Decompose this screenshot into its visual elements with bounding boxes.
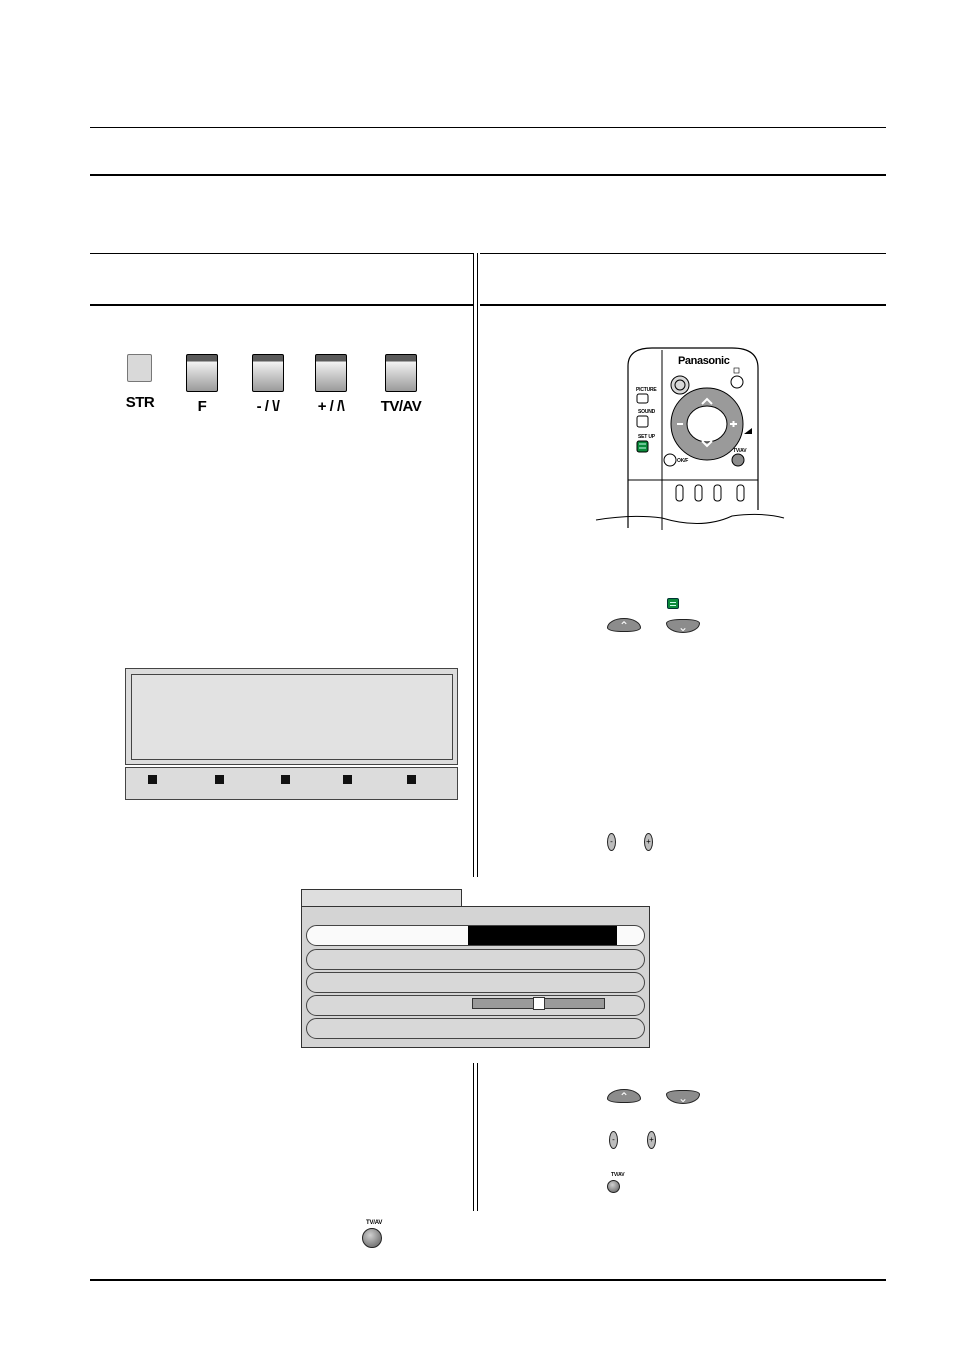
column-divider (473, 253, 478, 877)
remote-tvav-label: TV/AV (733, 448, 747, 454)
f-button-label: F (197, 398, 207, 415)
indicator-square (148, 775, 157, 784)
remote-ok-label: OK/F (677, 458, 689, 464)
tvav-button-icon-label: TV/AV (366, 1220, 383, 1226)
indicator-square (343, 775, 352, 784)
footer-rule (90, 1279, 886, 1281)
str-button[interactable] (127, 354, 152, 382)
menu-slider-knob[interactable] (533, 997, 545, 1010)
setup-icon (667, 598, 679, 609)
remote-setup-label: SET UP (638, 434, 655, 440)
tvav-round-icon (607, 1180, 620, 1193)
tvav-small-label: TV/AV (611, 1172, 625, 1178)
display-indicator-strip (125, 767, 458, 800)
up-arrow-icon: ⌃ (607, 1089, 641, 1104)
menu-row-value-bar (468, 926, 617, 945)
menu-row[interactable] (306, 972, 645, 993)
down-arrow-icon: ⌄ (666, 1090, 700, 1105)
plus-side-icon: + (644, 833, 653, 851)
column-divider-lower (473, 1063, 478, 1211)
down-arrow-icon: ⌄ (666, 619, 700, 634)
header-rule-bottom (90, 174, 886, 176)
right-column-header-rule-top (480, 253, 886, 254)
indicator-square (407, 775, 416, 784)
volume-down-button[interactable] (252, 354, 284, 392)
volume-down-button-label: - / \/ (256, 398, 280, 415)
remote-picture-label: PICTURE (636, 387, 657, 393)
plus-side-icon: + (647, 1131, 656, 1149)
remote-sound-label: SOUND (638, 409, 656, 415)
remote-brand: Panasonic (678, 355, 730, 367)
tvav-button-label: TV/AV (380, 398, 422, 415)
indicator-square (215, 775, 224, 784)
minus-side-icon: - (607, 833, 616, 851)
minus-side-icon: - (609, 1131, 618, 1149)
f-button[interactable] (186, 354, 218, 392)
tvav-button[interactable] (385, 354, 417, 392)
header-rule-top (90, 127, 886, 128)
display-panel-screen (131, 674, 453, 760)
menu-row[interactable] (306, 1018, 645, 1039)
tvav-button-icon (362, 1228, 382, 1248)
right-column-header-rule-bottom (480, 304, 886, 306)
remote-control-illustration (595, 347, 785, 530)
volume-up-button-label: + / /\ (317, 398, 345, 415)
volume-up-button[interactable] (315, 354, 347, 392)
menu-row[interactable] (306, 949, 645, 970)
indicator-square (281, 775, 290, 784)
up-arrow-icon: ⌃ (607, 618, 641, 633)
str-button-label: STR (125, 394, 155, 411)
left-column-header-rule-bottom (90, 304, 473, 306)
left-column-header-rule-top (90, 253, 473, 254)
